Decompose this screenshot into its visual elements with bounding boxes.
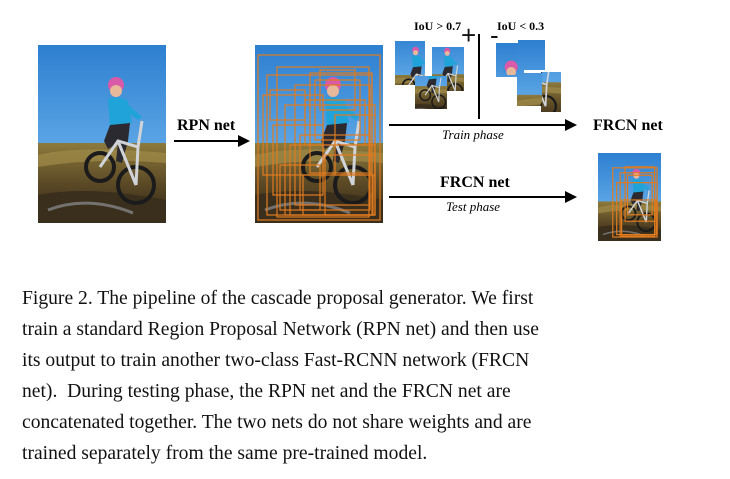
frcn-net-test-label: FRCN net <box>440 174 510 191</box>
plus-sign: + <box>461 20 477 50</box>
frcn-net-train-label: FRCN net <box>593 117 663 134</box>
input-image <box>38 45 166 223</box>
train-phase-label: Train phase <box>442 127 504 142</box>
positive-crop-3 <box>415 76 447 109</box>
negative-crop-5 <box>517 73 542 106</box>
caption-line: concatenated together. The two nets do n… <box>22 412 532 433</box>
train-phase-arrow <box>389 119 577 131</box>
rpn-net-label: RPN net <box>177 117 236 134</box>
caption-line: its output to train another two-class Fa… <box>22 350 530 371</box>
pos-neg-divider <box>478 34 480 119</box>
minus-sign: - <box>490 20 499 50</box>
test-phase-label: Test phase <box>446 199 501 214</box>
rpn-proposals-image <box>255 45 383 223</box>
test-phase-arrow <box>389 191 577 203</box>
negative-crop-4 <box>541 72 561 112</box>
caption-line: Figure 2. The pipeline of the cascade pr… <box>22 288 534 309</box>
iou-negative-label: IoU < 0.3 <box>497 19 545 33</box>
negative-crop-3 <box>518 40 545 70</box>
figure-caption: Figure 2. The pipeline of the cascade pr… <box>22 283 712 469</box>
frcn-output-image <box>598 153 661 241</box>
rpn-arrow <box>174 135 250 147</box>
caption-line: train a standard Region Proposal Network… <box>22 319 539 340</box>
caption-line: net). During testing phase, the RPN net … <box>22 381 511 402</box>
iou-positive-label: IoU > 0.7 <box>414 19 462 33</box>
caption-line: trained separately from the same pre-tra… <box>22 443 428 464</box>
